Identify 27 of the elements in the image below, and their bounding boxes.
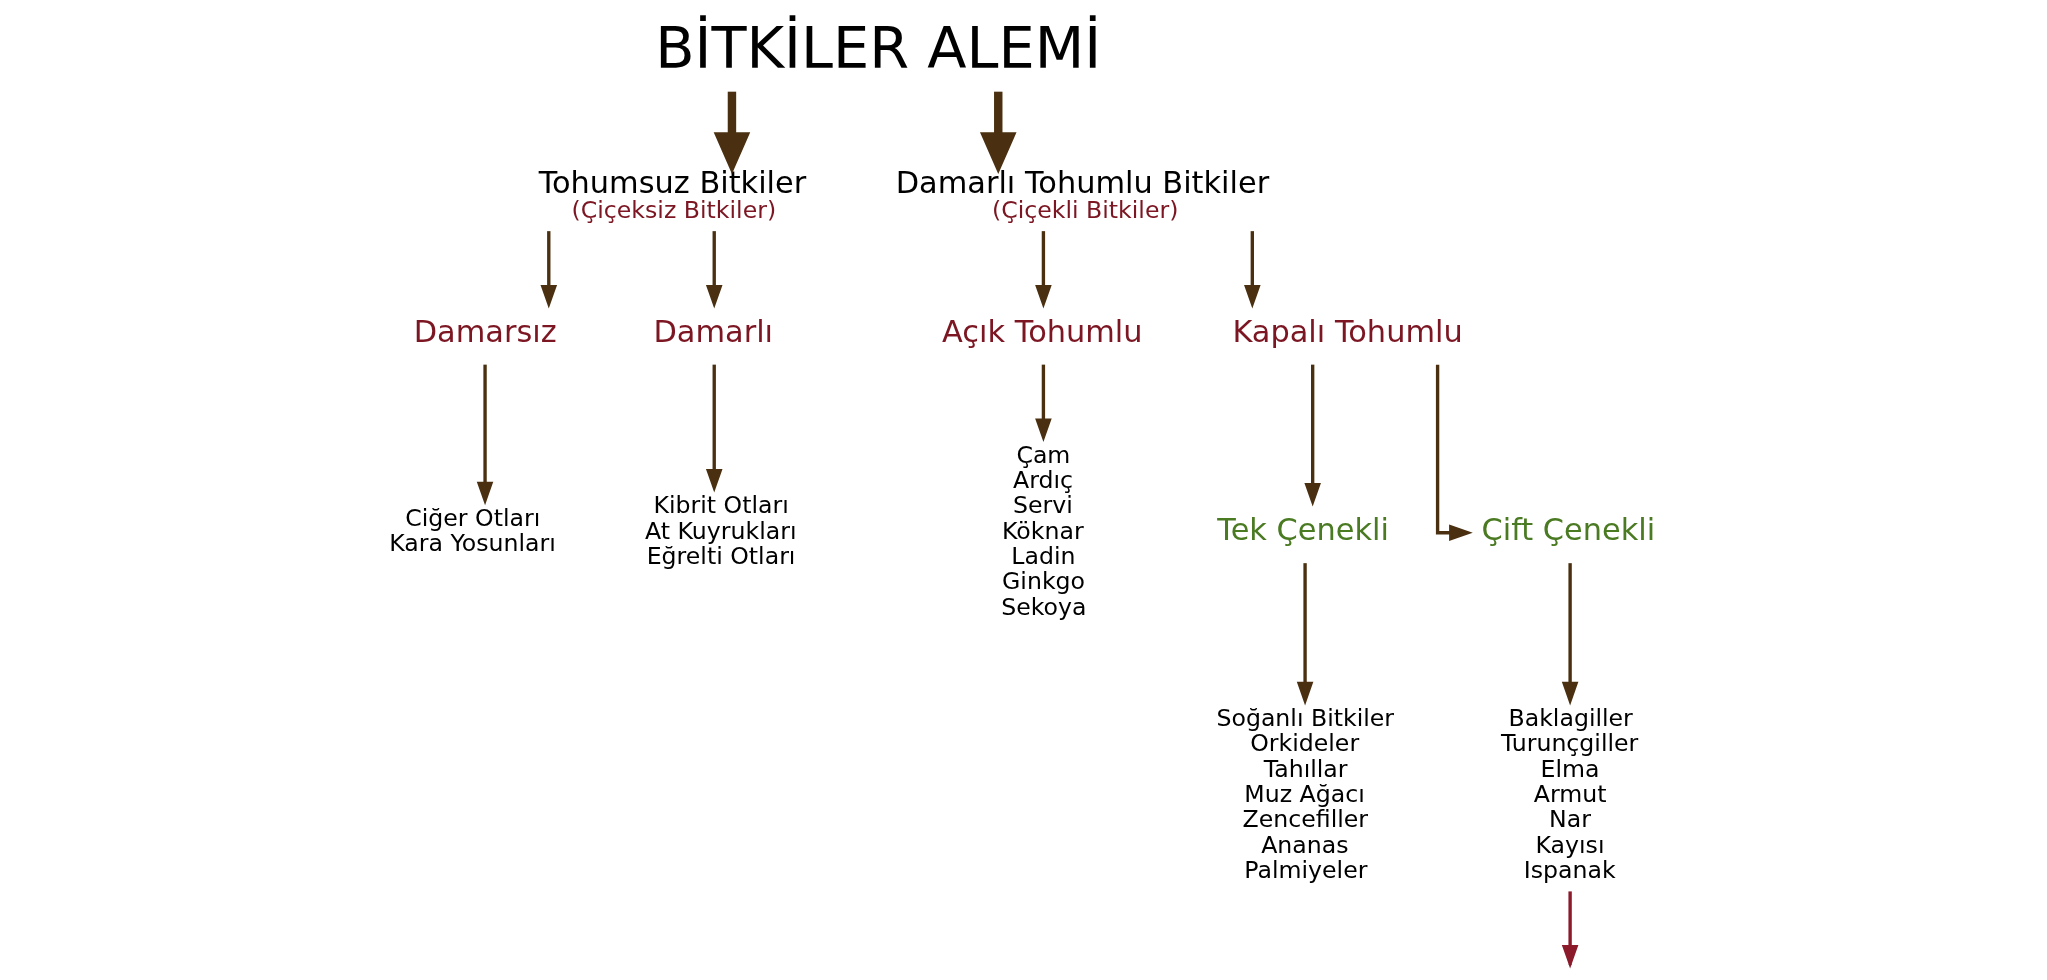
arrow bbox=[476, 364, 493, 506]
node-text: Çift Çenekli bbox=[1480, 511, 1655, 547]
node-text: Soğanlı Bitkiler Orkideler Tahıllar Muz Ağacı Zencefiller Ananas Palmiyeler bbox=[1215, 704, 1394, 884]
arrow bbox=[713, 91, 750, 174]
node-text: Tek Çenekli bbox=[1216, 511, 1389, 547]
node-text: Damarlı bbox=[652, 313, 773, 349]
node-text: Kapalı Tohumlu bbox=[1231, 313, 1463, 349]
node-text: BİTKİLER ALEMİ bbox=[654, 14, 1101, 82]
arrow bbox=[705, 231, 722, 309]
arrow bbox=[540, 231, 557, 309]
node-text: Damarlı Tohumlu Bitkiler (Çiçekli Bitkiler) bbox=[895, 164, 1269, 224]
arrow bbox=[1034, 364, 1052, 443]
node-text: Tohumsuz Bitkiler (Çiçeksiz Bitkiler) bbox=[538, 164, 806, 224]
arrow bbox=[705, 364, 722, 493]
node-text: Kibrit Otları At Kuyrukları Eğrelti Otları bbox=[644, 491, 796, 571]
arrow bbox=[979, 91, 1017, 174]
arrow bbox=[1561, 563, 1578, 706]
arrow bbox=[1243, 231, 1261, 309]
node-text: Çam Ardıç Servi Köknar Ladin Ginkgo Sekoya bbox=[1000, 440, 1087, 621]
arrow bbox=[1296, 563, 1313, 706]
node-text: Damarsız bbox=[413, 313, 557, 349]
arrow bbox=[1303, 364, 1321, 507]
arrow bbox=[1435, 364, 1473, 542]
node-text: Baklagiller Turunçgiller Elma Armut Nar Kayısı Ispanak bbox=[1500, 704, 1638, 884]
node-text: Ciğer Otları Kara Yosunları bbox=[388, 504, 556, 558]
node-text: Açık Tohumlu bbox=[941, 313, 1143, 349]
arrow bbox=[1034, 231, 1052, 309]
